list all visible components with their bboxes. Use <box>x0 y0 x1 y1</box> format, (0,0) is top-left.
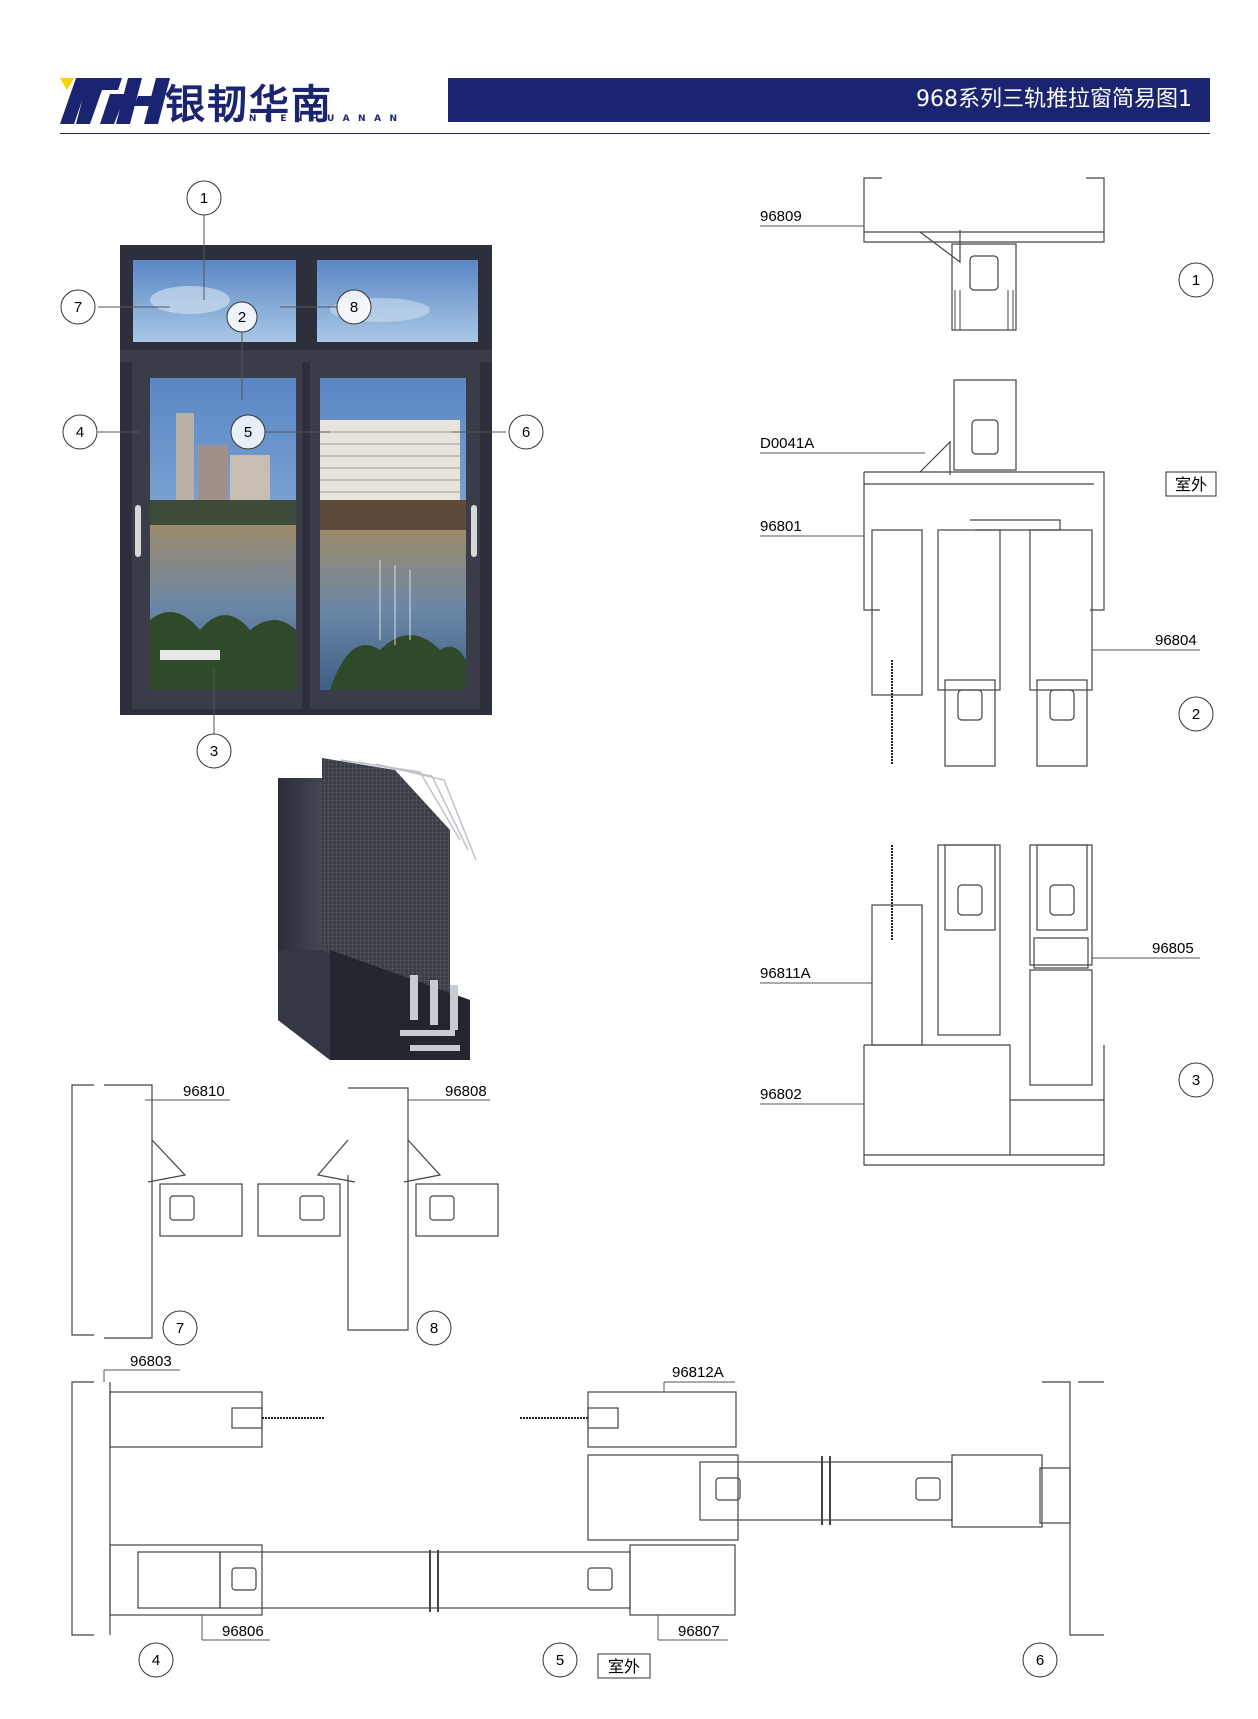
section-1-head <box>760 177 1105 331</box>
callout-label: 6 <box>1036 1652 1044 1669</box>
section-callout-4: 4 <box>138 1642 174 1678</box>
callout-label: 5 <box>556 1652 564 1669</box>
part-label-96807: 96807 <box>678 1623 720 1640</box>
window-elevation <box>120 245 492 715</box>
part-label-96805: 96805 <box>1152 940 1194 957</box>
part-label-96810: 96810 <box>183 1083 225 1100</box>
section-callout-5: 5 <box>542 1642 578 1678</box>
page-title: 968系列三轨推拉窗简易图1 <box>916 87 1192 112</box>
callout-label: 7 <box>74 299 82 316</box>
section-callout-3: 3 <box>1178 1062 1214 1098</box>
callout-4: 4 <box>62 414 98 450</box>
profile-3d-render <box>278 758 477 1060</box>
section-7-jamb <box>71 1084 341 1339</box>
outdoor-label: 室外 <box>1175 476 1207 494</box>
callout-label: 1 <box>200 190 208 207</box>
part-label-96804: 96804 <box>1155 632 1197 649</box>
part-label-d0041a: D0041A <box>760 435 814 452</box>
brand-name-cn: 银韧华南 <box>165 82 333 128</box>
part-label-96812a: 96812A <box>672 1364 724 1381</box>
part-label-96808: 96808 <box>445 1083 487 1100</box>
callout-label: 7 <box>176 1320 184 1337</box>
outdoor-note-2: 室外 <box>1165 471 1217 497</box>
callout-label: 8 <box>350 299 358 316</box>
callout-label: 2 <box>238 309 246 326</box>
header-rule <box>60 133 1210 134</box>
callout-8: 8 <box>336 289 372 325</box>
part-label-96801: 96801 <box>760 518 802 535</box>
handle-left[interactable] <box>135 505 141 557</box>
callout-label: 6 <box>522 424 530 441</box>
title-bar: 968系列三轨推拉窗简易图1 <box>448 78 1210 122</box>
callout-label: 3 <box>1192 1072 1200 1089</box>
callout-label: 2 <box>1192 706 1200 723</box>
section-456-horizontal <box>71 1369 1104 1641</box>
part-label-96806: 96806 <box>222 1623 264 1640</box>
callout-label: 4 <box>76 424 84 441</box>
callout-label: 4 <box>152 1652 160 1669</box>
callout-label: 8 <box>430 1320 438 1337</box>
elevation-callouts: 1 7 2 8 4 5 6 3 <box>60 180 544 769</box>
section-callout-7: 7 <box>162 1310 198 1346</box>
callout-label: 5 <box>244 424 252 441</box>
callout-2: 2 <box>226 301 258 333</box>
part-label-96811a: 96811A <box>760 965 811 982</box>
callout-1: 1 <box>186 180 222 216</box>
callout-label: 3 <box>210 743 218 760</box>
callout-3: 3 <box>196 733 232 769</box>
brand-logo-mark <box>60 78 170 124</box>
section-2-head <box>760 379 1200 767</box>
callout-5: 5 <box>230 414 266 450</box>
brand-name-en: YINRENHUANAN <box>222 114 406 124</box>
elevation-leaders <box>98 215 506 734</box>
callout-label: 1 <box>1192 272 1200 289</box>
section-callout-8: 8 <box>416 1310 452 1346</box>
part-label-96802: 96802 <box>760 1086 802 1103</box>
section-3-sill <box>760 844 1200 1166</box>
callout-6: 6 <box>508 414 544 450</box>
callout-7: 7 <box>60 289 96 325</box>
outdoor-label: 室外 <box>608 1658 640 1676</box>
section-callout-1: 1 <box>1178 262 1214 298</box>
section-8-mullion <box>316 1087 499 1331</box>
section-callout-2: 2 <box>1178 696 1214 732</box>
part-label-96803: 96803 <box>130 1353 172 1370</box>
part-label-96809: 96809 <box>760 208 802 225</box>
section-callout-6: 6 <box>1022 1642 1058 1678</box>
outdoor-note-456: 室外 <box>597 1653 651 1679</box>
handle-right[interactable] <box>471 505 477 557</box>
